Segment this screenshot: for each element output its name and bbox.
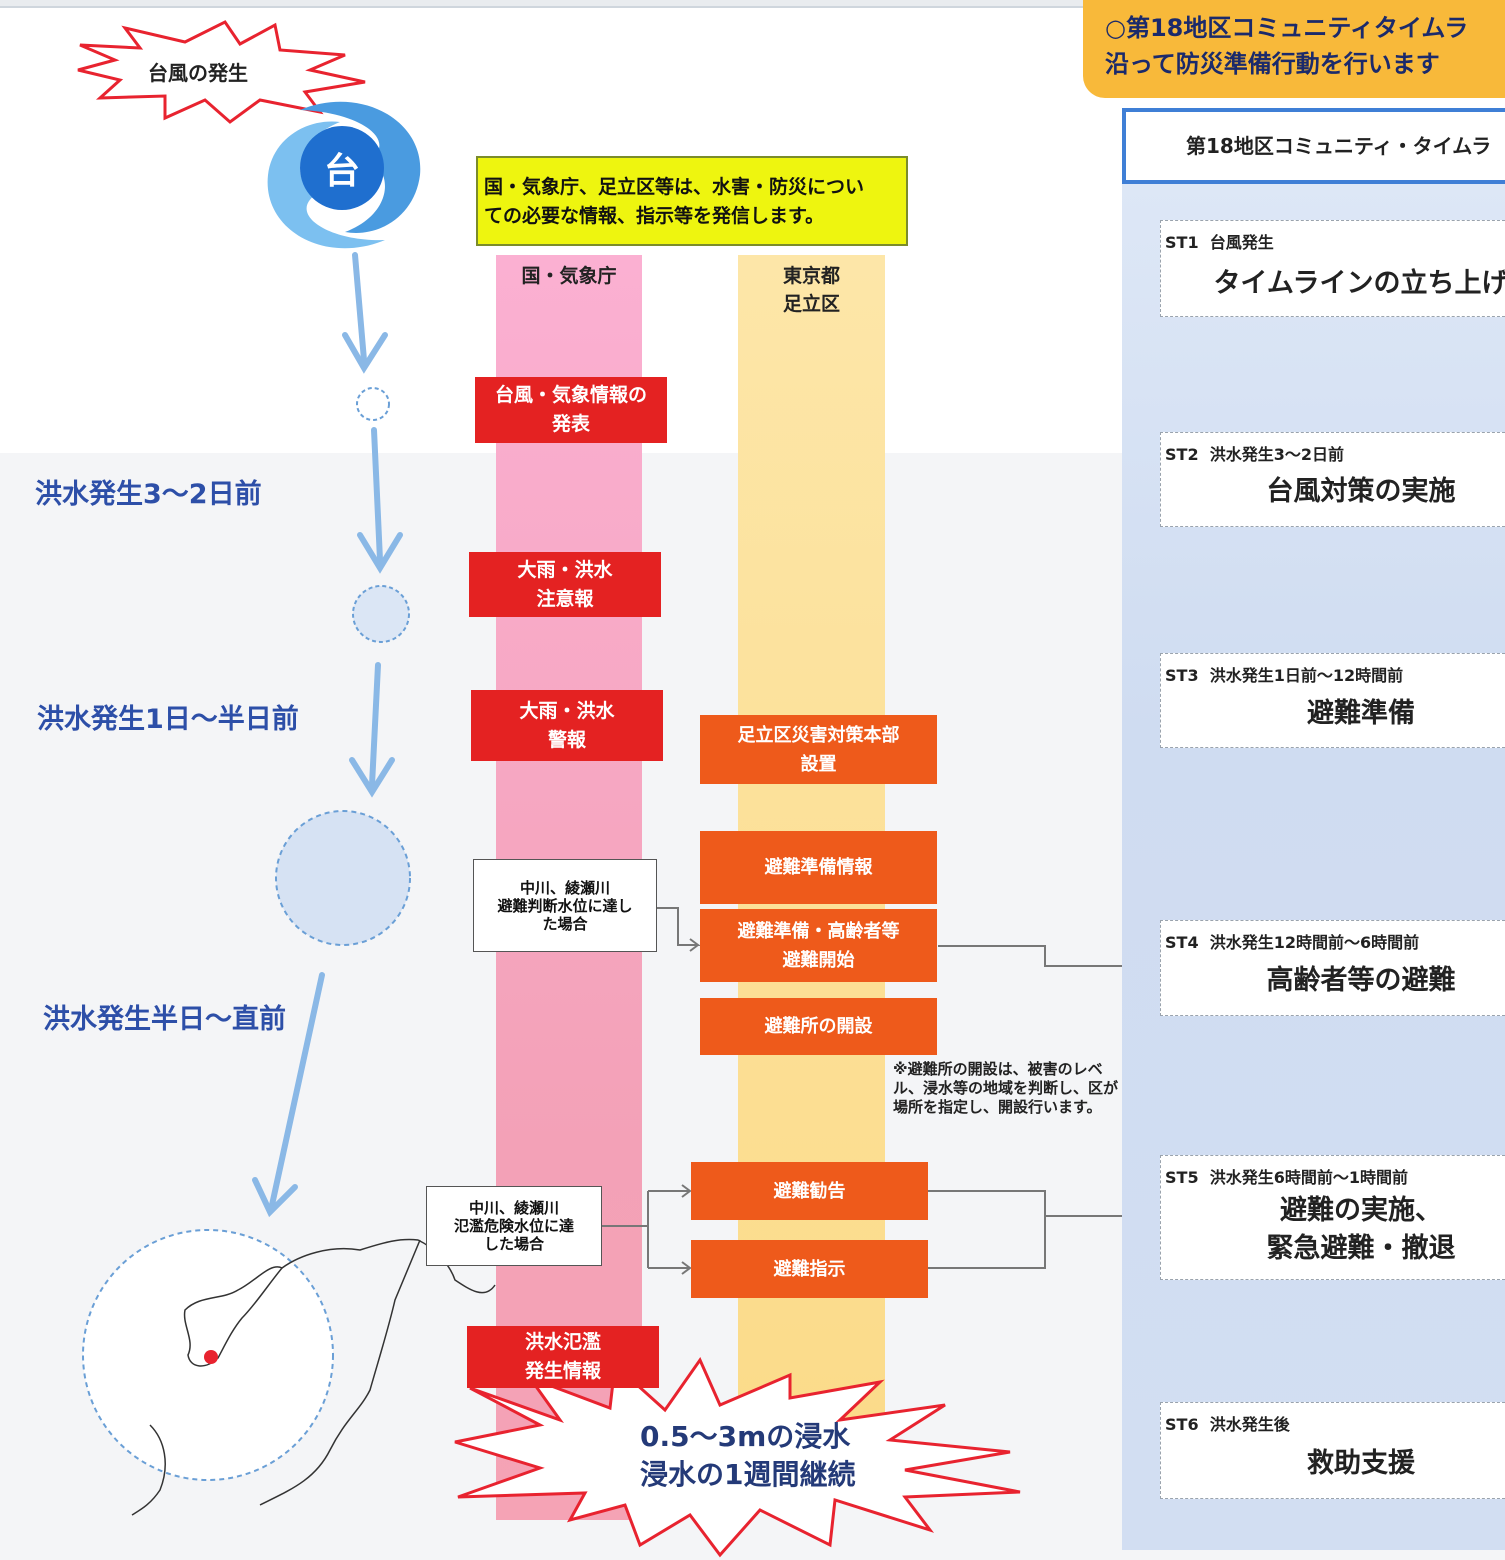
condition-line3: た場合 [542,914,588,933]
stage-title: タイムラインの立ち上げ [1213,268,1505,299]
stage-code: ST6 [1165,1415,1199,1434]
adachi-box-line2: 設置 [800,753,837,775]
lane-title-adachi: 東京都 足立区 [738,262,885,318]
info-line-2: ての必要な情報、指示等を発信します。 [484,205,825,227]
lane-title-national: 国・気象庁 [521,265,617,287]
national-box-advisory: 大雨・洪水注意報 [469,552,661,617]
national-box-weather-info: 台風・気象情報の発表 [475,377,667,443]
adachi-box-line1: 避難指示 [773,1258,846,1280]
typhoon-burst [77,20,366,124]
stage-st2: ST2 洪水発生3〜2日前 台風対策の実施 [1160,432,1505,527]
national-box-line1: 大雨・洪水 [519,699,615,722]
national-box-line2: 警報 [547,728,586,751]
adachi-box-line1: 避難勧告 [773,1180,846,1202]
lane-title-adachi-line2: 足立区 [782,293,840,315]
typhoon-icon [267,101,421,249]
stage-st5: ST5 洪水発生6時間前〜1時間前 避難の実施、 緊急避難・撤退 [1160,1155,1505,1280]
adachi-box-shelter-open: 避難所の開設 [700,998,937,1055]
stage-code-line: ST6 洪水発生後 [1165,1411,1290,1435]
stage-title-line1: 避難の実施、 [1280,1195,1442,1226]
stage-code: ST2 [1165,445,1199,464]
map-icon [82,1229,496,1516]
typhoon-label: 台風の発生 [148,61,248,85]
adachi-box-evac-order: 避難指示 [691,1240,928,1298]
condition-line1: 中川、綾瀬川 [519,878,610,897]
progression-arrows [252,252,403,1218]
adachi-box-prep-info: 避難準備情報 [700,831,937,904]
stage-when: 洪水発生6時間前〜1時間前 [1209,1168,1408,1187]
progress-circle-3 [275,810,411,946]
national-box-line2: 注意報 [536,587,594,610]
timeline-panel [1122,184,1505,1550]
period-label-3: 洪水発生半日〜直前 [43,1004,286,1035]
national-box-line1: 洪水氾濫 [524,1331,601,1353]
timeline-title: 第18地区コミュニティ・タイムラ [1122,108,1505,184]
adachi-box-elderly-evac: 避難準備・高齢者等避難開始 [700,909,937,982]
stage-when: 洪水発生12時間前〜6時間前 [1209,933,1420,952]
stage-when: 台風発生 [1209,233,1274,252]
adachi-box-evac-advisory: 避難勧告 [691,1162,928,1220]
condition-line2: 氾濫危険水位に達 [453,1217,574,1235]
stage-when: 洪水発生1日前〜12時間前 [1209,666,1404,685]
top-border [0,0,1090,8]
condition-box-danger-level: 中川、綾瀬川氾濫危険水位に達した場合 [426,1186,602,1266]
lane-title-adachi-line1: 東京都 [782,265,840,287]
stage-title-line2: 緊急避難・撤退 [1266,1233,1456,1264]
adachi-box-line1: 避難準備・高齢者等 [737,920,900,942]
stage-code-line: ST2 洪水発生3〜2日前 [1165,441,1344,465]
stage-title: 高齢者等の避難 [1266,965,1456,996]
stage-st4: ST4 洪水発生12時間前〜6時間前 高齢者等の避難 [1160,920,1505,1016]
info-line-1: 国・気象庁、足立区等は、水害・防災につい [484,176,865,198]
typhoon-char: 台 [323,151,360,192]
national-box-line2: 発表 [551,413,590,435]
national-box-line2: 発生情報 [524,1360,601,1382]
stage-code-line: ST3 洪水発生1日前〜12時間前 [1165,662,1403,686]
national-box-line1: 大雨・洪水 [517,558,613,581]
stage-st6: ST6 洪水発生後 救助支援 [1160,1402,1505,1499]
stage-code: ST3 [1165,666,1199,685]
condition-line2: 避難判断水位に達し [497,896,633,915]
stage-when: 洪水発生3〜2日前 [1209,445,1344,464]
adachi-box-line2: 避難開始 [782,949,855,971]
connector-lines [602,907,1157,1275]
stage-title: 避難準備 [1307,698,1415,729]
adachi-box-line1: 避難準備情報 [764,857,873,878]
flood-description: 0.5〜3mの浸水 浸水の1週間継続 [640,1418,855,1494]
flood-line1: 0.5〜3mの浸水 [640,1420,851,1453]
stage-code-line: ST5 洪水発生6時間前〜1時間前 [1165,1164,1408,1188]
info-box: 国・気象庁、足立区等は、水害・防災につい ての必要な情報、指示等を発信します。 [476,156,908,246]
national-box-flood-info: 洪水氾濫発生情報 [467,1326,659,1388]
stage-when: 洪水発生後 [1209,1415,1290,1434]
flood-burst [454,1356,1021,1558]
stage-code-line: ST4 洪水発生12時間前〜6時間前 [1165,929,1419,953]
progress-circle-2 [352,585,410,643]
progress-circle-1 [356,387,390,421]
header-line1: ○第18地区コミュニティタイムラ [1105,14,1469,42]
condition-line3: した場合 [483,1235,544,1253]
condition-box-judgment-level: 中川、綾瀬川避難判断水位に達した場合 [473,859,657,952]
national-box-line1: 台風・気象情報の [494,384,647,406]
national-box-warning: 大雨・洪水警報 [471,690,663,761]
adachi-box-line1: 足立区災害対策本部 [737,724,900,746]
period-label-1: 洪水発生3〜2日前 [35,479,262,510]
stage-st3: ST3 洪水発生1日前〜12時間前 避難準備 [1160,653,1505,748]
stage-code-line: ST1 台風発生 [1165,229,1274,253]
adachi-box-line1: 避難所の開設 [764,1016,873,1037]
stage-code: ST4 [1165,933,1199,952]
stage-st1: ST1 台風発生 タイムラインの立ち上げ [1160,220,1505,317]
shelter-note: ※避難所の開設は、被害のレベル、浸水等の地域を判断し、区が場所を指定し、開設行い… [893,1060,1119,1116]
stage-title: 台風対策の実施 [1266,476,1456,507]
header-line2: 沿って防災準備行動を行います [1105,50,1440,78]
stage-title: 救助支援 [1307,1448,1415,1479]
condition-line1: 中川、綾瀬川 [468,1199,559,1217]
stage-code: ST5 [1165,1168,1199,1187]
period-label-2: 洪水発生1日〜半日前 [37,704,299,735]
adachi-box-hq: 足立区災害対策本部設置 [700,715,937,784]
stage-code: ST1 [1165,233,1199,252]
header-banner: ○第18地区コミュニティタイムラ 沿って防災準備行動を行います [1083,0,1505,98]
flood-line2: 浸水の1週間継続 [640,1458,856,1491]
